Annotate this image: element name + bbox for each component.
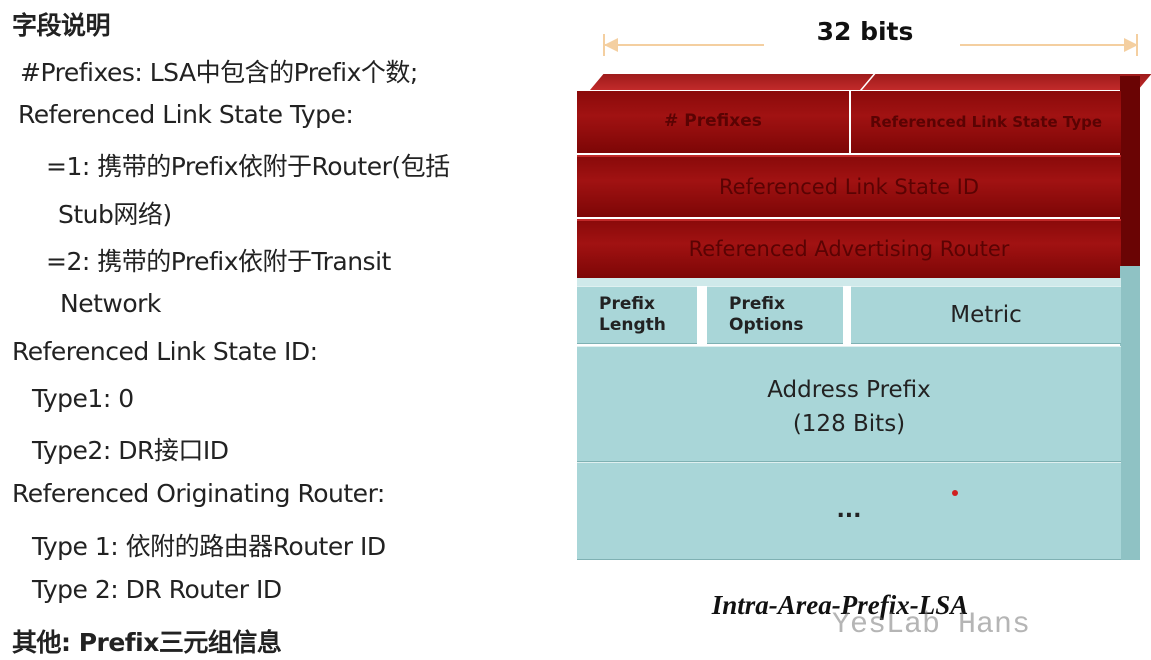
field-ref-ls-type: Referenced Link State Type xyxy=(851,91,1121,153)
teal-side-face xyxy=(1120,266,1140,560)
watermark: YesLab Hans xyxy=(832,608,1031,642)
width-label: 32 bits xyxy=(816,17,914,47)
width-line-right xyxy=(960,44,1136,46)
field-description-panel: 字段说明 #Prefixes: LSA中包含的Prefix个数; Referen… xyxy=(0,0,560,660)
width-arrow-left xyxy=(604,38,618,52)
red-top-face-right xyxy=(862,74,1151,90)
orig-router-type2: Type 2: DR Router ID xyxy=(32,575,282,604)
ref-ls-type-1-line-a: =1: 携带的Prefix依附于Router(包括 xyxy=(46,152,450,181)
ref-ls-id-heading: Referenced Link State ID: xyxy=(12,337,318,366)
ref-ls-type-2-line-a: =2: 携带的Prefix依附于Transit xyxy=(46,247,391,276)
field-prefix-options: Prefix Options xyxy=(707,286,843,344)
ls-id-type2: Type2: DR接口ID xyxy=(32,436,229,465)
ref-ls-type-2-line-b: Network xyxy=(60,289,161,318)
section-heading: 字段说明 xyxy=(12,11,111,40)
field-metric: Metric xyxy=(851,286,1121,344)
teal-top-face xyxy=(577,278,1121,286)
address-prefix-label: Address Prefix xyxy=(767,377,931,403)
ref-orig-router-heading: Referenced Originating Router: xyxy=(12,479,385,508)
field-ref-adv-router: Referenced Advertising Router xyxy=(577,219,1121,278)
other-info: 其他: Prefix三元组信息 xyxy=(12,628,282,657)
red-side-face xyxy=(1120,76,1140,278)
ref-ls-type-heading: Referenced Link State Type: xyxy=(18,100,354,129)
ref-ls-type-1-line-b: Stub网络) xyxy=(58,200,172,229)
width-arrow-right xyxy=(1124,38,1138,52)
ls-id-type1: Type1: 0 xyxy=(32,384,134,413)
field-prefixes: # Prefixes xyxy=(577,91,849,153)
red-top-face-left xyxy=(590,74,874,90)
field-ref-ls-id: Referenced Link State ID xyxy=(577,155,1121,217)
field-address-prefix: Address Prefix (128 Bits) xyxy=(577,346,1121,462)
width-line-left xyxy=(604,44,764,46)
diagram-caption: Intra-Area-Prefix-LSA xyxy=(711,590,969,620)
field-prefix-length: Prefix Length xyxy=(577,286,697,344)
prefixes-description: #Prefixes: LSA中包含的Prefix个数; xyxy=(20,58,418,87)
field-ellipsis: ... xyxy=(577,462,1121,560)
orig-router-type1: Type 1: 依附的路由器Router ID xyxy=(32,532,386,561)
address-prefix-bits: (128 Bits) xyxy=(792,411,906,437)
pointer-dot xyxy=(952,490,958,496)
